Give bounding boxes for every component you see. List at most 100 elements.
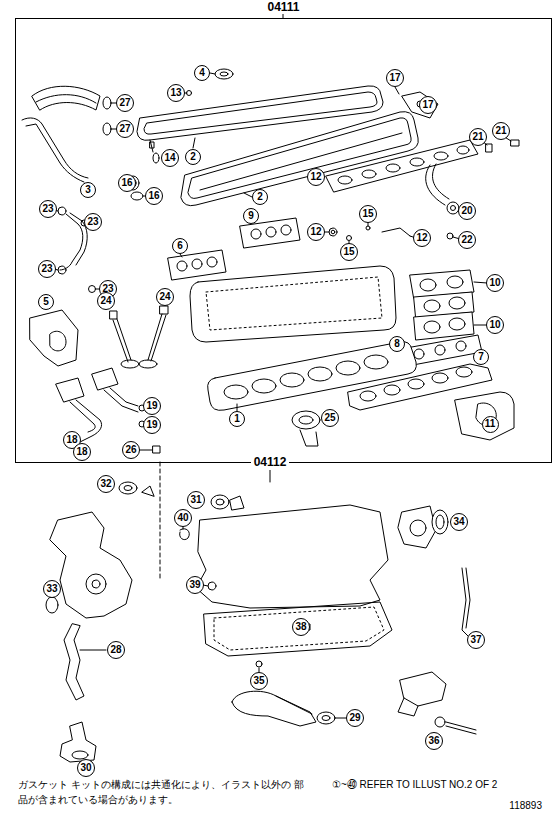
callout-circle: 19 [143, 416, 161, 434]
water-inlet [398, 672, 446, 716]
callout-number: 24 [100, 296, 111, 306]
callout-number: 12 [310, 227, 321, 237]
callout-number: 14 [164, 153, 175, 163]
note-text: ガスケット キットの構成には共通化により、イラスト以外の 部品が含まれている場合… [18, 777, 310, 807]
callout-circle: 37 [467, 631, 485, 649]
callout-number: 15 [362, 209, 373, 219]
oil-pan-gasket [204, 602, 392, 656]
dipstick-tube [22, 118, 88, 182]
callout-number: 6 [177, 241, 183, 251]
port-gasket [168, 218, 300, 280]
callout-circle: 1 [229, 411, 245, 427]
callout-number: 35 [253, 676, 264, 686]
callout-circle: 23 [38, 260, 56, 278]
callout-circle: 21 [469, 128, 487, 146]
callout-circle: 10 [486, 274, 504, 292]
callout-number: 31 [190, 495, 201, 505]
callout-circle: 38 [292, 618, 310, 636]
callout-number: 2 [190, 152, 196, 162]
callout-circle: 23 [84, 213, 102, 231]
callout-circle: 2 [185, 149, 201, 165]
callout-number: 5 [43, 297, 49, 307]
callout-circle: 29 [346, 709, 364, 727]
callout-circle: 17 [386, 69, 404, 87]
callout-circle: 12 [307, 168, 325, 186]
oil-strainer [232, 691, 346, 726]
callout-circle: 33 [43, 580, 61, 598]
callout-number: 20 [461, 206, 472, 216]
callout-number: 15 [343, 247, 354, 257]
callout-number: 40 [177, 513, 188, 523]
head-gasket [208, 342, 417, 411]
rear-oil-seal [398, 506, 448, 548]
callout-number: 17 [422, 100, 433, 110]
callout-circle: 20 [458, 202, 476, 220]
callout-number: 1 [234, 414, 240, 424]
seal-ring [119, 482, 244, 540]
callout-number: 16 [148, 191, 159, 201]
callout-circle: 2 [252, 189, 268, 205]
callout-circle: 12 [307, 223, 325, 241]
o-ring [208, 582, 216, 590]
block-gasket [196, 505, 388, 608]
housing-gasket [206, 277, 382, 330]
callout-circle: 24 [97, 292, 115, 310]
callout-circle: 28 [107, 641, 125, 659]
plug-seal [127, 140, 159, 200]
callout-number: 7 [478, 352, 484, 362]
callout-number: 23 [42, 204, 53, 214]
callout-number: 26 [125, 445, 136, 455]
callout-number: 37 [470, 635, 481, 645]
dipstick-guide [462, 568, 470, 638]
callout-circle: 12 [413, 229, 431, 247]
oil-pipe [54, 207, 100, 293]
callout-circle: 9 [243, 208, 259, 224]
exhaust-gasket [410, 270, 487, 340]
callout-number: 21 [495, 126, 506, 136]
callout-number: 9 [248, 211, 254, 221]
callout-number: 24 [159, 292, 170, 302]
callout-number: 38 [295, 622, 306, 632]
callout-number: 2 [257, 192, 263, 202]
note-text: ①~㊵ REFER TO ILLUST NO.2 OF 2 [332, 777, 497, 792]
callout-circle: 39 [186, 576, 204, 594]
callout-circle: 26 [122, 441, 140, 459]
callout-circle: 24 [156, 288, 174, 306]
sensor-gasket [395, 87, 438, 118]
callout-circle: 4 [194, 65, 210, 81]
callout-circle: 16 [118, 174, 136, 192]
callout-circle: 17 [419, 96, 437, 114]
callout-circle: 21 [492, 122, 510, 140]
callout-number: 22 [461, 235, 472, 245]
kit-frame: 0411141713271727212114212163162232015923… [15, 18, 552, 463]
callout-circle: 18 [73, 443, 91, 461]
callout-circle: 23 [39, 200, 57, 218]
callout-number: 19 [146, 420, 157, 430]
water-pipe [426, 164, 461, 214]
callout-circle: 10 [486, 316, 504, 334]
callout-number: 36 [428, 736, 439, 746]
callout-number: 18 [66, 435, 77, 445]
callout-circle: 11 [482, 416, 499, 433]
callout-number: 25 [324, 413, 335, 423]
callout-number: 32 [100, 479, 111, 489]
callout-circle: 13 [167, 84, 185, 102]
valve-seal [110, 306, 168, 368]
callout-circle: 25 [321, 409, 339, 427]
dashed-line [160, 462, 161, 578]
oil-seal [292, 411, 320, 446]
callout-circle: 15 [340, 243, 358, 261]
callout-number: 3 [85, 185, 91, 195]
callout-number: 4 [199, 68, 205, 78]
callout-number: 23 [87, 217, 98, 227]
callout-number: 21 [472, 132, 483, 142]
callout-number: 23 [41, 264, 52, 274]
callout-number: 16 [121, 178, 132, 188]
valve-cover-gasket [137, 86, 418, 206]
callout-number: 27 [119, 124, 130, 134]
bracket-tick [270, 468, 271, 482]
callout-circle: 16 [145, 187, 163, 205]
callout-number: 12 [310, 172, 321, 182]
pump-gasket [455, 392, 514, 440]
